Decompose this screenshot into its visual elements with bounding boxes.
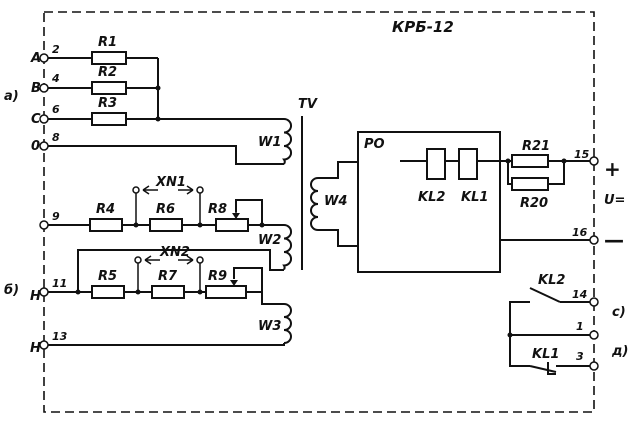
group-label-b: б): [4, 283, 19, 298]
xn2-jumper-arrows: [144, 255, 194, 265]
supply-plus-sign: +: [604, 157, 621, 181]
input-terminal-c[interactable]: [39, 114, 49, 124]
xn1-jumper-arrows: [142, 185, 194, 195]
terminal-number-3: 3: [576, 350, 584, 363]
input-label-zero: 0: [31, 139, 40, 154]
terminal-number-11: 11: [52, 277, 67, 290]
terminal-3[interactable]: [589, 361, 599, 371]
winding-label-w1: W1: [258, 135, 281, 150]
winding-w1: [282, 118, 292, 165]
resistor-label-r7: R7: [158, 269, 178, 284]
resistor-label-r5: R5: [98, 269, 117, 284]
r9-wiper: [233, 267, 263, 292]
resistor-r21: [511, 154, 549, 168]
contact-label-kl2: KL2: [538, 273, 565, 288]
xn2-terminal-left[interactable]: [134, 256, 142, 264]
group-label-d: д): [611, 344, 628, 359]
coil-label-kl1: KL1: [461, 190, 488, 205]
jumper-label-xn1: XN1: [155, 175, 186, 190]
device-enclosure: [43, 11, 595, 413]
resistor-r8: [215, 218, 249, 232]
supply-terminal-minus[interactable]: [589, 235, 599, 245]
input-terminal-zero[interactable]: [39, 141, 49, 151]
terminal-number-13: 13: [52, 330, 68, 343]
supply-minus-sign: —: [604, 228, 624, 252]
resistor-r2: [91, 81, 127, 95]
input-terminal-b[interactable]: [39, 83, 49, 93]
terminal-number-9: 9: [52, 210, 60, 223]
terminal-number-2: 2: [52, 43, 60, 56]
r8-wiper: [235, 199, 263, 225]
supply-terminal-plus[interactable]: [589, 156, 599, 166]
winding-w4: [310, 177, 319, 231]
contact-kl1: [529, 365, 557, 373]
resistor-r5: [91, 285, 125, 299]
contact-kl2: [529, 287, 561, 303]
xn2-terminal-right[interactable]: [196, 256, 204, 264]
device-title: КРБ-12: [392, 18, 454, 36]
terminal-number-8: 8: [52, 131, 60, 144]
group-label-a: а): [4, 89, 19, 104]
terminal-number-16: 16: [572, 226, 588, 239]
supply-voltage-label: U=: [604, 193, 625, 208]
relay-coil-kl1: [458, 148, 478, 180]
resistor-label-r1: R1: [98, 35, 117, 50]
input-label-h1: H: [30, 289, 41, 304]
winding-w3: [283, 303, 292, 344]
terminal-14[interactable]: [589, 297, 599, 307]
winding-label-w4: W4: [324, 194, 347, 209]
input-terminal-a[interactable]: [39, 53, 49, 63]
xn1-terminal-right[interactable]: [196, 186, 204, 194]
resistor-label-r9: R9: [208, 269, 227, 284]
terminal-1[interactable]: [589, 330, 599, 340]
resistor-label-r6: R6: [156, 202, 175, 217]
resistor-r6: [149, 218, 183, 232]
input-label-a: A: [30, 51, 41, 66]
resistor-label-r2: R2: [98, 65, 117, 80]
input-label-h2: H: [30, 341, 41, 356]
winding-label-w3: W3: [258, 319, 281, 334]
resistor-label-r20: R20: [520, 196, 548, 211]
winding-label-w2: W2: [258, 233, 281, 248]
resistor-r4: [89, 218, 123, 232]
resistor-r9: [205, 285, 247, 299]
input-label-b: B: [31, 81, 41, 96]
relay-coil-kl2: [426, 148, 446, 180]
group-label-c: с): [612, 305, 626, 320]
resistor-label-r3: R3: [98, 96, 117, 111]
terminal-number-1: 1: [576, 320, 584, 333]
resistor-label-r8: R8: [208, 202, 227, 217]
terminal-number-14: 14: [572, 288, 587, 301]
input-label-c: C: [31, 112, 41, 127]
resistor-r3: [91, 112, 127, 126]
contact-label-kl1: KL1: [532, 347, 559, 362]
star-junction: [155, 85, 161, 91]
resistor-r20: [511, 177, 549, 191]
terminal-9[interactable]: [39, 220, 49, 230]
relay-label: РО: [364, 137, 385, 152]
winding-w2: [282, 224, 292, 271]
resistor-r7: [151, 285, 185, 299]
coil-label-kl2: KL2: [418, 190, 445, 205]
terminal-number-15: 15: [574, 148, 590, 161]
resistor-r1: [91, 51, 127, 65]
terminal-13[interactable]: [39, 340, 49, 350]
jumper-label-xn2: XN2: [159, 245, 190, 260]
transformer-label: TV: [298, 97, 318, 112]
terminal-number-6: 6: [52, 103, 60, 116]
terminal-number-4: 4: [51, 72, 60, 85]
terminal-11[interactable]: [39, 287, 49, 297]
resistor-label-r21: R21: [522, 139, 550, 154]
resistor-label-r4: R4: [96, 202, 115, 217]
xn1-terminal-left[interactable]: [132, 186, 140, 194]
